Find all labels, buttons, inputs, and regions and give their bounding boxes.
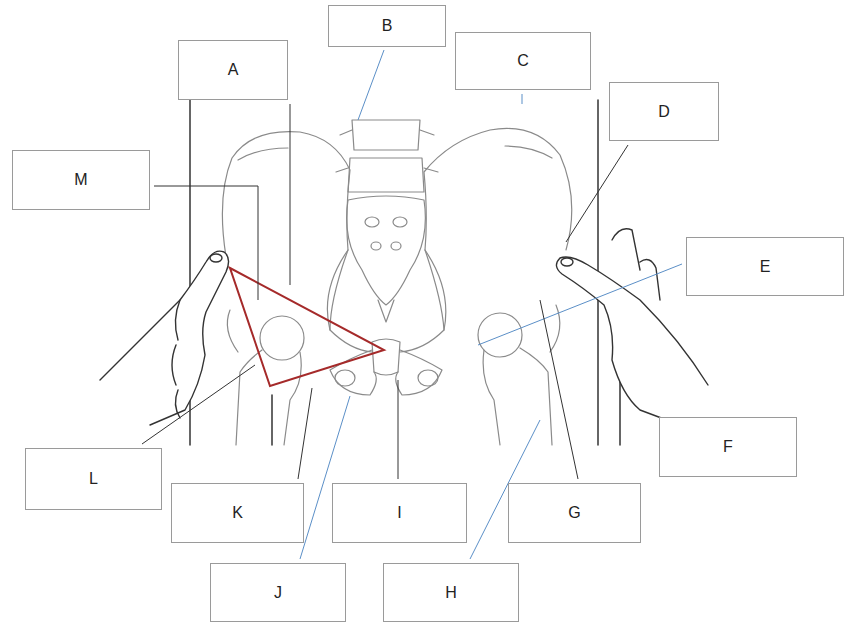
sacral-foramen <box>365 217 379 227</box>
label-box: E <box>686 237 844 296</box>
label-letter: B <box>382 16 393 35</box>
leader-lines <box>142 50 682 559</box>
leader-line <box>478 264 682 345</box>
pelvic-brim <box>327 250 372 352</box>
label-letter: M <box>74 170 87 189</box>
label-box: B <box>328 5 446 47</box>
sacrum <box>347 196 426 305</box>
leader-line <box>142 365 255 444</box>
label-box: M <box>12 150 150 210</box>
label-box: H <box>383 563 519 622</box>
leader-line <box>540 300 578 479</box>
left-pubic-ramus <box>330 350 376 395</box>
label-letter: H <box>445 583 457 602</box>
label-letter: D <box>658 102 670 121</box>
right-thumbnail <box>561 258 573 266</box>
sacral-foramen <box>371 242 381 250</box>
right-pubic-ramus <box>396 350 442 395</box>
label-box: K <box>171 483 304 543</box>
vertebra <box>336 130 438 172</box>
right-ilium <box>424 128 572 330</box>
leader-line <box>298 388 312 479</box>
label-box: L <box>25 448 162 510</box>
label-box: D <box>609 82 719 141</box>
leader-line <box>358 50 384 120</box>
left-iliac-crest <box>238 148 288 160</box>
leader-line <box>566 145 628 242</box>
vertebra <box>348 158 424 192</box>
right-femur <box>483 348 552 445</box>
nelaton-triangle <box>230 268 384 386</box>
label-box: J <box>210 563 346 622</box>
label-letter: L <box>89 469 98 488</box>
label-letter: G <box>568 503 580 522</box>
leader-line <box>398 380 399 479</box>
label-box: G <box>508 483 641 543</box>
obturator-foramen <box>335 370 355 386</box>
label-letter: C <box>517 51 529 70</box>
right-femoral-head <box>478 313 522 357</box>
label-box: A <box>178 40 288 100</box>
leader-line <box>522 94 523 104</box>
left-thumbnail <box>210 254 222 262</box>
leader-line <box>290 104 291 285</box>
label-letter: A <box>228 60 239 79</box>
label-box: C <box>455 32 591 90</box>
left-hand <box>100 251 229 425</box>
right-iliac-crest <box>505 146 552 158</box>
sacral-foramen <box>393 217 407 227</box>
hands <box>100 229 708 425</box>
label-letter: K <box>232 503 243 522</box>
pelvic-brim <box>400 250 446 352</box>
label-box: I <box>332 483 467 543</box>
pelvis-bones <box>190 100 620 445</box>
sacral-foramen <box>391 242 401 250</box>
pubic-symphysis <box>372 339 400 375</box>
vertebra <box>352 120 420 150</box>
left-femoral-head <box>260 316 304 360</box>
left-greater-trochanter <box>227 310 238 352</box>
leader-line <box>154 186 258 300</box>
left-fingers <box>172 300 180 418</box>
label-letter: J <box>274 583 282 602</box>
label-box: F <box>659 417 797 477</box>
obturator-foramen <box>418 370 438 386</box>
right-greater-trochanter <box>550 305 560 352</box>
label-letter: I <box>397 503 401 522</box>
label-letter: F <box>723 437 733 456</box>
body-outline <box>271 395 273 445</box>
coccyx <box>378 300 394 322</box>
label-letter: E <box>760 257 771 276</box>
left-femur <box>236 350 301 445</box>
